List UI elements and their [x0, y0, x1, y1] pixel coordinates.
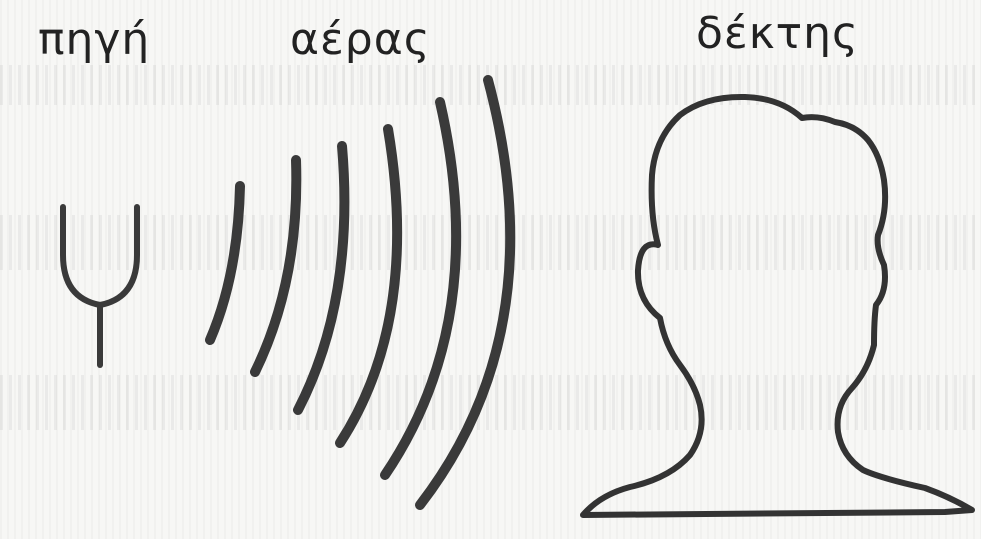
tuning-fork-prongs — [63, 207, 137, 305]
wave-6 — [420, 80, 510, 505]
wave-2 — [255, 160, 296, 372]
human-head-icon — [583, 97, 972, 515]
sound-waves-icon — [210, 80, 510, 505]
wave-1 — [210, 186, 240, 340]
wave-3 — [298, 146, 344, 410]
tuning-fork-icon — [63, 207, 137, 365]
